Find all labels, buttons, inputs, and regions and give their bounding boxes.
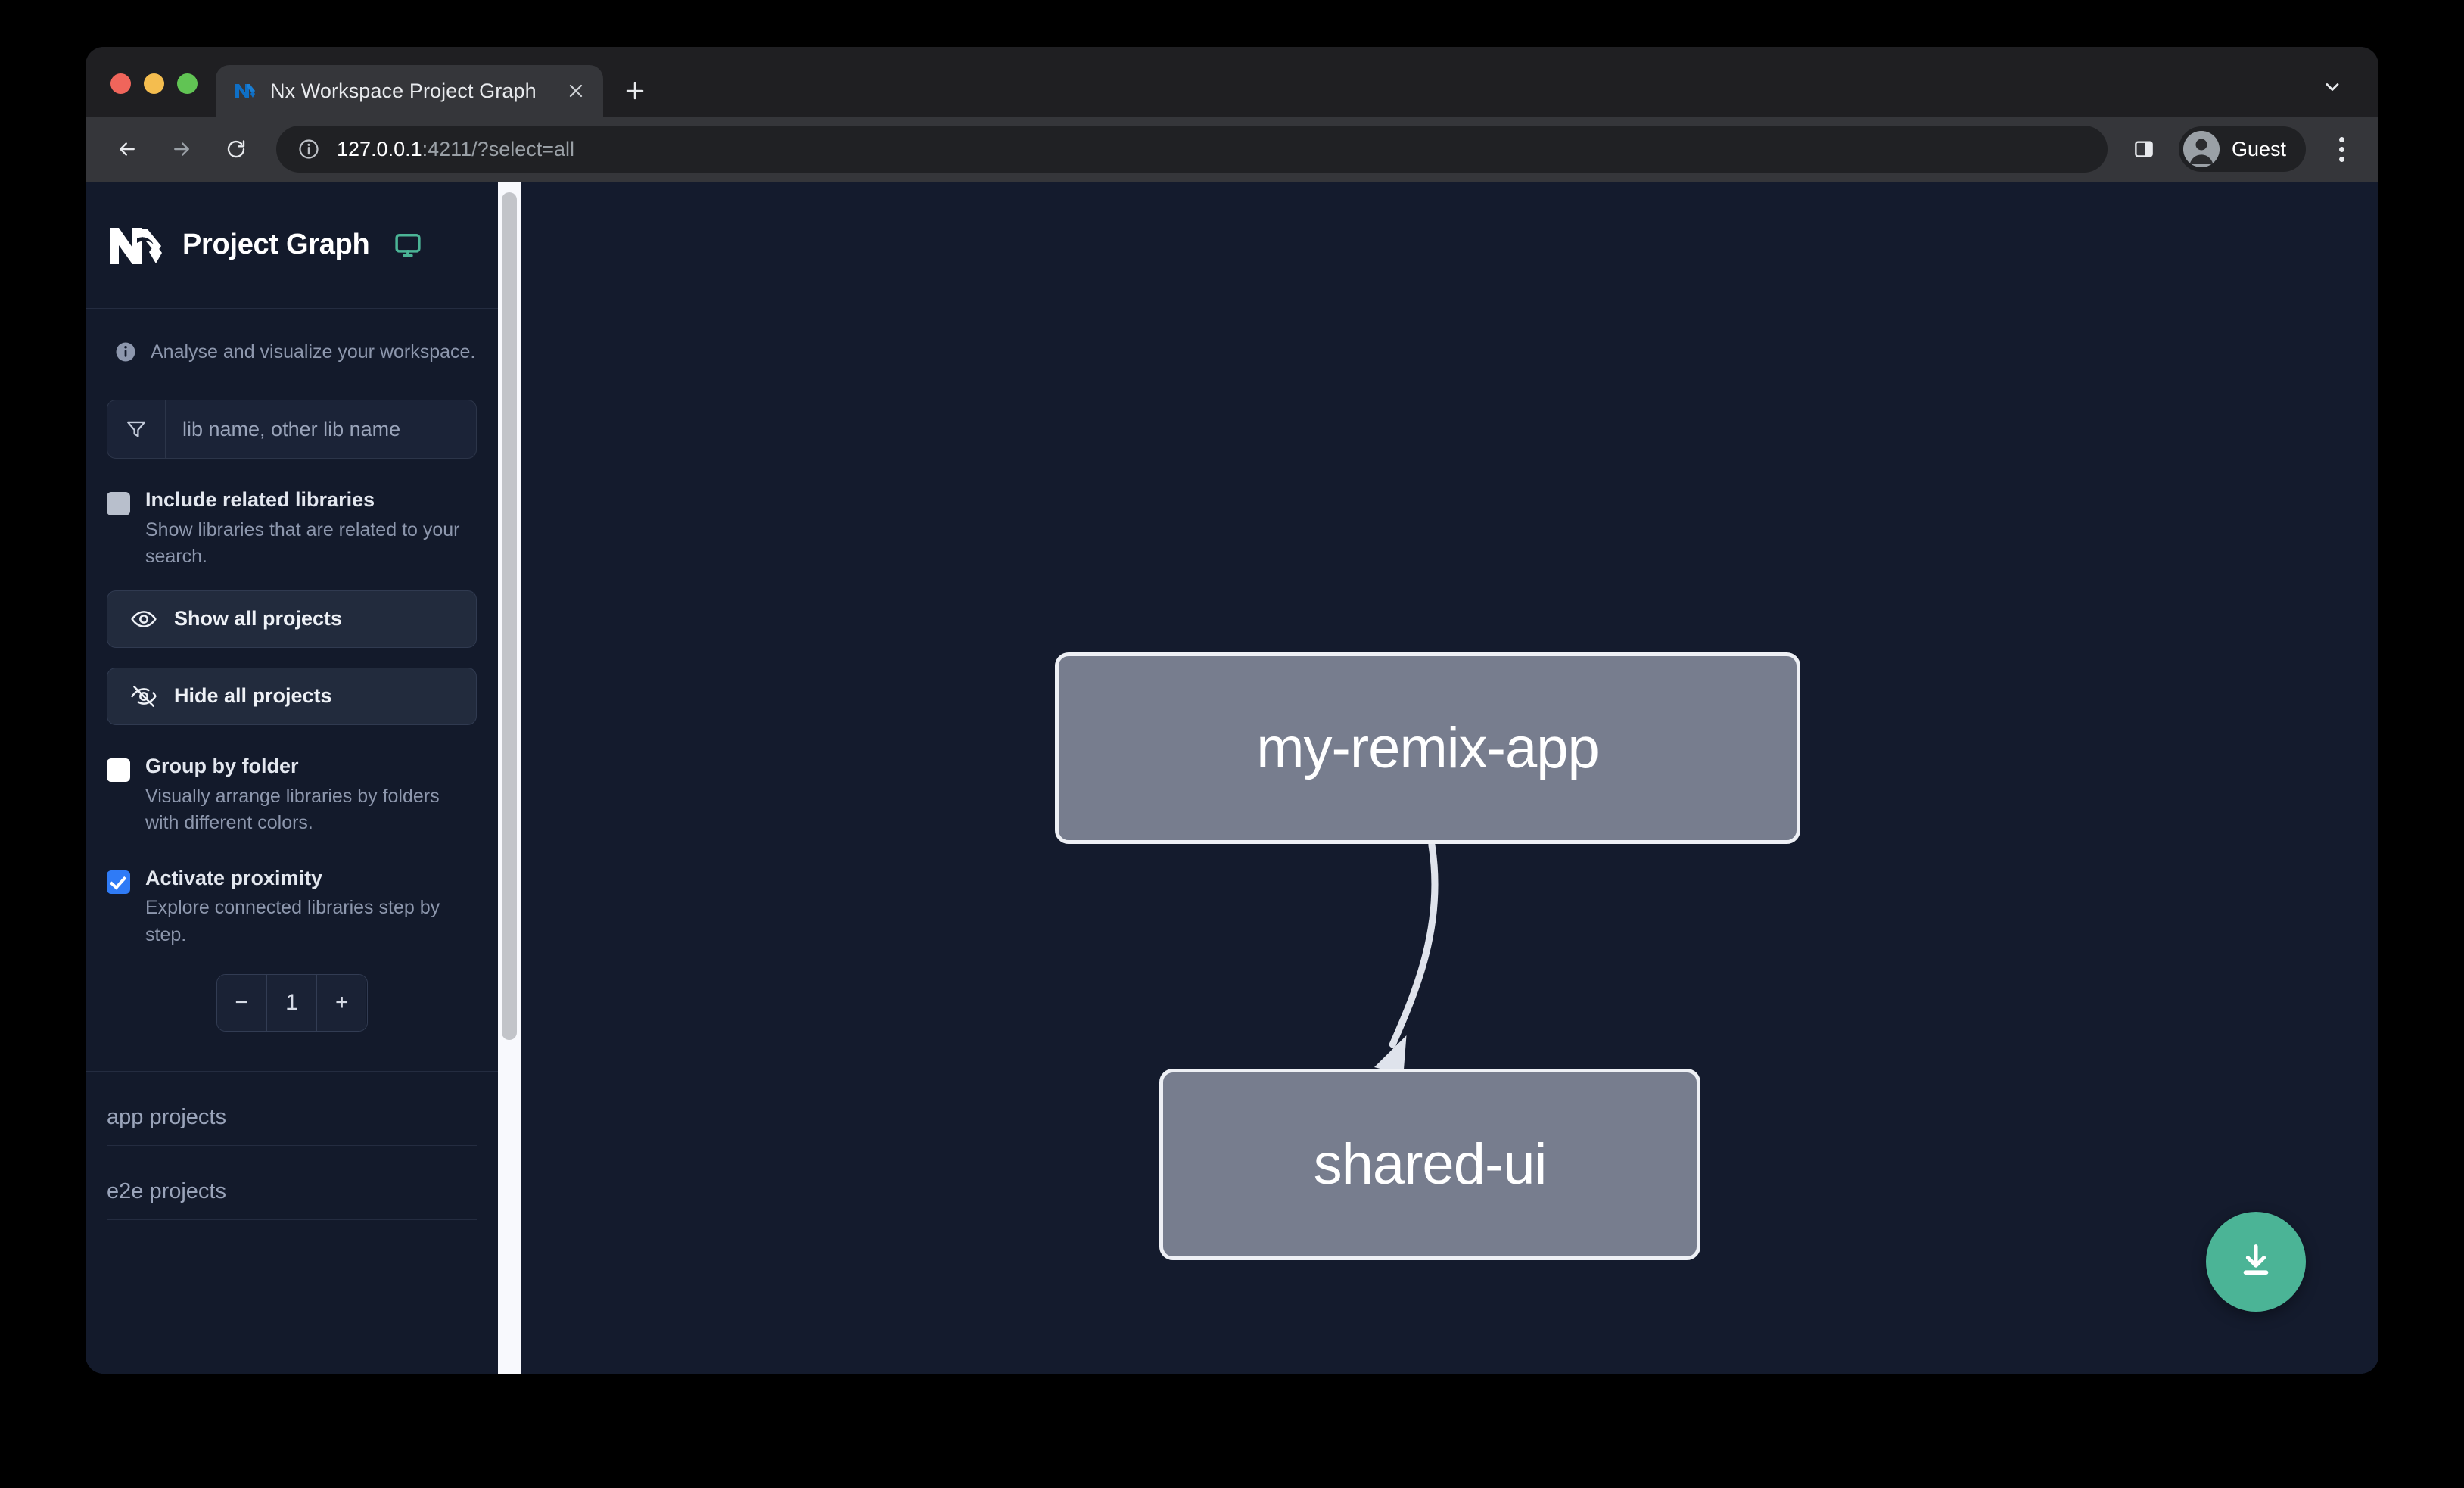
quantity-stepper[interactable]: − 1 +: [216, 974, 368, 1032]
nx-logo-icon: [107, 222, 166, 269]
page-title: Project Graph: [182, 229, 370, 260]
close-icon[interactable]: [564, 79, 588, 103]
sidebar-divider: [86, 1071, 498, 1072]
chevron-down-icon[interactable]: [2319, 74, 2345, 100]
option-text-block: Group by folder Visually arrange librari…: [145, 754, 471, 837]
window-close-button[interactable]: [110, 73, 131, 94]
sidebar-scrollbar[interactable]: [498, 182, 521, 1374]
side-panel-icon[interactable]: [2127, 132, 2161, 166]
proximity-value: 1: [266, 975, 317, 1032]
option-text-block: Activate proximity Explore connected lib…: [145, 866, 471, 949]
info-circle-icon[interactable]: [296, 136, 322, 162]
reload-icon[interactable]: [213, 126, 260, 173]
checkbox-include-related-libraries[interactable]: [107, 492, 130, 515]
eye-off-icon: [130, 683, 157, 710]
address-bar-path: :4211/?select=all: [422, 137, 575, 160]
window-traffic-lights: [86, 73, 198, 117]
graph-node-label: shared-ui: [1313, 1132, 1548, 1197]
window-minimize-button[interactable]: [144, 73, 164, 94]
kebab-dot: [2338, 156, 2344, 162]
profile-chip[interactable]: Guest: [2178, 126, 2306, 172]
download-icon: [2234, 1238, 2278, 1286]
option-description: Visually arrange libraries by folders wi…: [145, 785, 440, 834]
option-label: Activate proximity: [145, 866, 323, 889]
sidebar-item-e2e-projects[interactable]: e2e projects: [107, 1179, 477, 1221]
proximity-increment-button[interactable]: +: [316, 975, 367, 1032]
sidebar-scrollbar-thumb[interactable]: [502, 192, 517, 1040]
option-description: Explore connected libraries step by step…: [145, 897, 440, 945]
sidebar-tagline-text: Analyse and visualize your workspace.: [151, 341, 476, 363]
monitor-icon[interactable]: [394, 231, 422, 260]
address-bar[interactable]: 127.0.0.1:4211/?select=all: [276, 126, 2108, 173]
show-all-projects-button[interactable]: Show all projects: [107, 590, 477, 648]
browser-window: Nx Workspace Project Graph: [86, 47, 2378, 1374]
option-include-related-libraries[interactable]: Include related libraries Show libraries…: [107, 487, 477, 571]
address-bar-host: 127.0.0.1: [337, 137, 422, 160]
option-description: Show libraries that are related to your …: [145, 518, 460, 568]
info-icon: [114, 341, 137, 363]
page-content: Project Graph: [86, 182, 2378, 1374]
browser-tabstrip: Nx Workspace Project Graph: [86, 47, 2378, 117]
funnel-filter-icon: [107, 417, 165, 441]
browser-toolbar: 127.0.0.1:4211/?select=all Guest: [86, 117, 2378, 182]
checkbox-group-by-folder[interactable]: [107, 758, 130, 782]
checkbox-activate-proximity[interactable]: [107, 870, 130, 894]
graph-node-shared-ui[interactable]: shared-ui: [1159, 1069, 1700, 1260]
profile-name: Guest: [2231, 137, 2286, 160]
nx-favicon-icon: [234, 79, 257, 102]
proximity-decrement-button[interactable]: −: [216, 975, 266, 1032]
sidebar-header: Project Graph: [86, 182, 498, 309]
option-label: Include related libraries: [145, 488, 375, 511]
hide-all-projects-button[interactable]: Hide all projects: [107, 667, 477, 725]
forward-arrow-icon[interactable]: [158, 126, 205, 173]
graph-node-label: my-remix-app: [1256, 716, 1599, 780]
show-all-projects-label: Show all projects: [174, 607, 343, 630]
option-text-block: Include related libraries Show libraries…: [145, 487, 471, 571]
browser-tab[interactable]: Nx Workspace Project Graph: [216, 65, 603, 117]
search-input[interactable]: [165, 400, 476, 459]
eye-icon: [130, 605, 157, 633]
option-label: Group by folder: [145, 754, 299, 777]
person-avatar-icon: [2182, 131, 2220, 167]
window-maximize-button[interactable]: [177, 73, 198, 94]
address-bar-url: 127.0.0.1:4211/?select=all: [337, 138, 574, 161]
tab-title: Nx Workspace Project Graph: [270, 79, 537, 102]
download-graph-button[interactable]: [2206, 1212, 2306, 1312]
option-group-by-folder[interactable]: Group by folder Visually arrange librari…: [107, 754, 477, 837]
hide-all-projects-label: Hide all projects: [174, 684, 332, 708]
sidebar-item-app-projects[interactable]: app projects: [107, 1105, 477, 1147]
graph-node-my-remix-app[interactable]: my-remix-app: [1055, 652, 1800, 844]
kebab-dot: [2338, 146, 2344, 152]
new-tab-button[interactable]: [614, 70, 656, 112]
sidebar: Project Graph: [86, 182, 498, 1374]
sidebar-tagline: Analyse and visualize your workspace.: [107, 309, 477, 363]
edge-my-remix-app-to-shared-ui: [1389, 841, 1439, 1048]
sidebar-body: Analyse and visualize your workspace. In…: [86, 309, 498, 1374]
filter-box[interactable]: [107, 400, 477, 459]
kebab-dot: [2338, 136, 2344, 142]
kebab-menu-icon[interactable]: [2322, 128, 2360, 170]
back-arrow-icon[interactable]: [104, 126, 151, 173]
option-activate-proximity[interactable]: Activate proximity Explore connected lib…: [107, 866, 477, 949]
project-graph-canvas[interactable]: my-remix-app shared-ui: [498, 182, 2378, 1374]
